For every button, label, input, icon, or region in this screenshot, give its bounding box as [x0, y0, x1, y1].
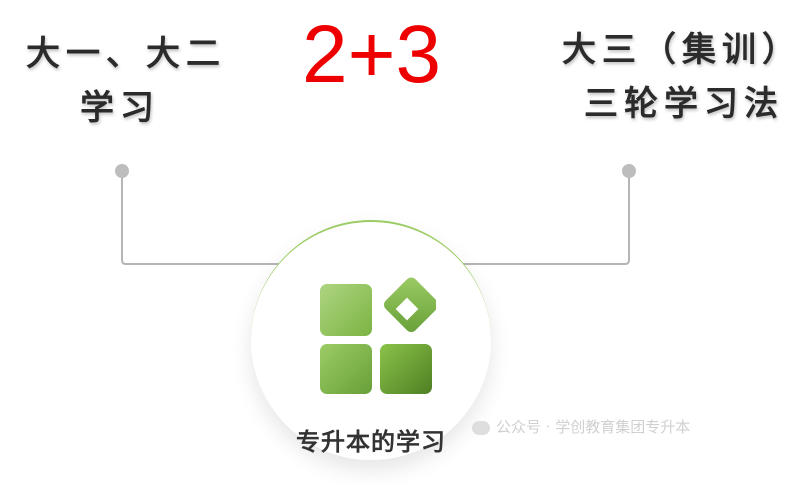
left-stage-title: 大一、大二 [26, 34, 226, 74]
wechat-icon [472, 420, 490, 435]
right-stage-title: 大三（集训） [562, 30, 802, 70]
right-connector [452, 171, 630, 265]
tile-top-left [320, 284, 372, 336]
right-connector-dot [622, 164, 636, 178]
center-circle [251, 220, 491, 460]
watermark-text: 公众号 · 学创教育集团专升本 [496, 418, 691, 436]
left-stage-subtitle: 学习 [80, 88, 160, 128]
app-grid-icon [320, 277, 436, 394]
left-connector [121, 171, 292, 265]
right-stage-subtitle: 三轮学习法 [584, 84, 784, 124]
formula-heading: 2+3 [302, 9, 442, 100]
left-connector-dot [115, 164, 129, 178]
tile-bottom-left [320, 344, 372, 394]
watermark: 公众号 · 学创教育集团专升本 [472, 416, 690, 437]
tile-bottom-right [380, 344, 432, 394]
center-label: 专升本的学习 [296, 428, 446, 456]
